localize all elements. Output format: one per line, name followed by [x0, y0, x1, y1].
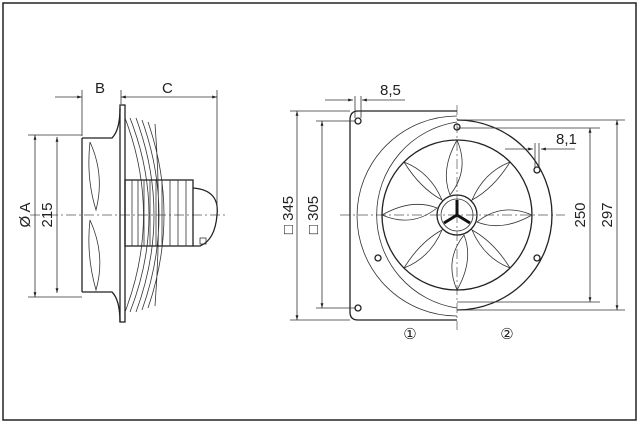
label-variant-2: ② [500, 326, 513, 343]
label-345: □ 345 [280, 196, 297, 234]
label-297: 297 [599, 202, 616, 227]
fan-blade-outline [88, 141, 101, 292]
hub [436, 194, 478, 236]
impeller-blades [381, 139, 533, 291]
front-view: 8,5 □ 345 □ 305 8,1 250 297 ① ② [280, 82, 625, 343]
mounting-hole [453, 123, 461, 131]
label-8-1: 8,1 [556, 131, 577, 148]
cable-gland [199, 237, 207, 245]
mounting-hole [533, 254, 541, 262]
label-8-5: 8,5 [380, 82, 401, 99]
guard-wires [124, 117, 165, 313]
label-b: B [95, 80, 105, 97]
motor-fins [131, 180, 187, 246]
mounting-hole [374, 254, 382, 262]
motor-endcap [192, 187, 218, 247]
mounting-plate [119, 104, 126, 323]
label-305: □ 305 [305, 196, 322, 234]
label-c: C [162, 80, 173, 97]
label-variant-1: ① [403, 326, 416, 343]
motor-body [124, 179, 194, 247]
nozzle-rings [356, 115, 458, 317]
hub-spider [443, 200, 471, 225]
label-215: 215 [39, 202, 56, 227]
round-flange [456, 119, 553, 311]
side-view: B C Ø A 215 [17, 80, 225, 323]
label-250: 250 [572, 202, 589, 227]
label-diameter-a: Ø A [17, 202, 34, 227]
mounting-hole [533, 166, 541, 174]
